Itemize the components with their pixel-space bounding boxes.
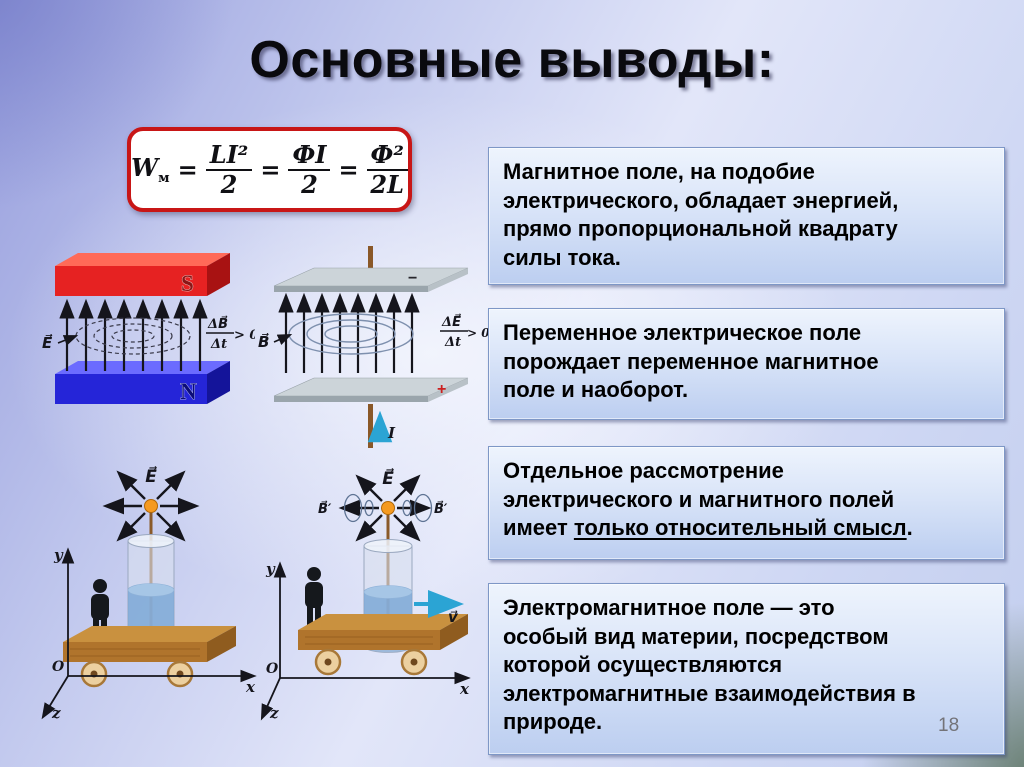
svg-text:> 0: > 0 (467, 326, 488, 340)
conclusion-text: Отдельное рассмотрение электрического и … (503, 458, 895, 541)
b-prime-label-right: B⃗′ (434, 501, 448, 517)
axis-y-label: y (265, 560, 276, 578)
charged-ball (144, 499, 158, 513)
b-field-label: B⃗ (258, 332, 269, 351)
coordinate-axes (260, 561, 471, 721)
e-field-label: E⃗ (145, 465, 157, 487)
conclusion-box-4: Электромагнитное поле — это особый вид м… (488, 583, 1005, 755)
axis-z-label: z (269, 704, 279, 722)
magnetic-field-arrows (59, 298, 208, 371)
wire-rod-top (368, 246, 373, 272)
equals-sign: = (177, 155, 198, 184)
svg-text:Δt: Δt (444, 335, 461, 350)
coordinate-axes (41, 547, 257, 720)
e-field-label: E⃗ (382, 467, 394, 489)
induced-b-field-loops (288, 313, 414, 355)
conclusion-underlined-text: только относительный смысл (573, 515, 907, 541)
cart-wheel (80, 660, 108, 688)
conclusion-box-2: Переменное электрическое поле порождает … (488, 308, 1005, 420)
current-label: I (387, 424, 396, 442)
equals-sign: = (260, 155, 281, 184)
charged-ball (381, 501, 395, 515)
charge-on-cart-moving-diagram: E⃗ B⃗′ B⃗′ (260, 467, 471, 722)
svg-text:> 0: > 0 (234, 328, 255, 343)
velocity-label: v⃗ (448, 608, 459, 626)
magnet-bottom-bar: N (55, 361, 230, 404)
svg-text:ΔE⃗: ΔE⃗ (441, 314, 461, 330)
axis-x-label: x (459, 680, 470, 698)
db-dt-label: ΔB⃗ Δt > 0 (206, 316, 255, 352)
cart-wheel (314, 648, 342, 676)
page-number: 18 (938, 715, 960, 736)
e-field-pointer-arrow (57, 335, 79, 346)
conclusion-box-3: Отдельное рассмотрение электрического и … (488, 446, 1005, 560)
formula-symbol: Wм (131, 153, 170, 186)
conclusion-text: Переменное электрическое поле порождает … (503, 320, 879, 403)
svg-text:ΔB⃗: ΔB⃗ (207, 316, 228, 332)
capacitor-field-diagram: − + B⃗ ΔE⃗ Δt > 0 (258, 246, 488, 448)
e-field-radial-arrows (338, 474, 432, 542)
de-dt-label: ΔE⃗ Δt > 0 (440, 314, 488, 350)
origin-label: O (266, 661, 279, 677)
wooden-cart (298, 614, 468, 676)
induced-b-field-rings (343, 493, 433, 523)
magnet-top-bar: S (55, 253, 230, 296)
axis-z-label: z (51, 704, 61, 722)
charge-on-cart-rest-diagram: E⃗ (41, 465, 257, 722)
origin-label: O (52, 659, 65, 675)
wooden-cart (63, 626, 236, 688)
induced-e-field-loops (75, 317, 191, 355)
capacitor-bottom-plate: + (273, 377, 469, 402)
e-field-radial-arrows (102, 470, 200, 542)
cart-wheel (400, 648, 428, 676)
conclusion-text: Магнитное поле, на подобие электрическог… (503, 159, 899, 270)
minus-charge-label: − (408, 270, 417, 287)
capacitor-top-plate: − (273, 267, 469, 292)
axis-x-label: x (245, 678, 256, 696)
pole-label-s: S (181, 271, 194, 296)
pole-label-n: N (180, 379, 197, 404)
axis-y-label: y (53, 546, 64, 564)
b-prime-label-left: B⃗′ (318, 501, 332, 517)
electric-field-arrows (278, 292, 420, 373)
observer-person (305, 567, 323, 630)
equals-sign: = (338, 155, 359, 184)
cart-wheel (166, 660, 194, 688)
svg-text:Δt: Δt (210, 337, 227, 352)
b-field-pointer-arrow (273, 334, 293, 345)
slide-title: Основные выводы: (249, 31, 775, 89)
conclusion-text: Электромагнитное поле — это особый вид м… (503, 595, 916, 735)
e-field-label: E⃗ (42, 333, 53, 352)
plus-charge-label: + (437, 381, 446, 398)
conclusion-box-1: Магнитное поле, на подобие электрическог… (488, 147, 1005, 285)
magnet-field-diagram: N S E⃗ ΔB⃗ Δt > 0 (42, 253, 255, 404)
